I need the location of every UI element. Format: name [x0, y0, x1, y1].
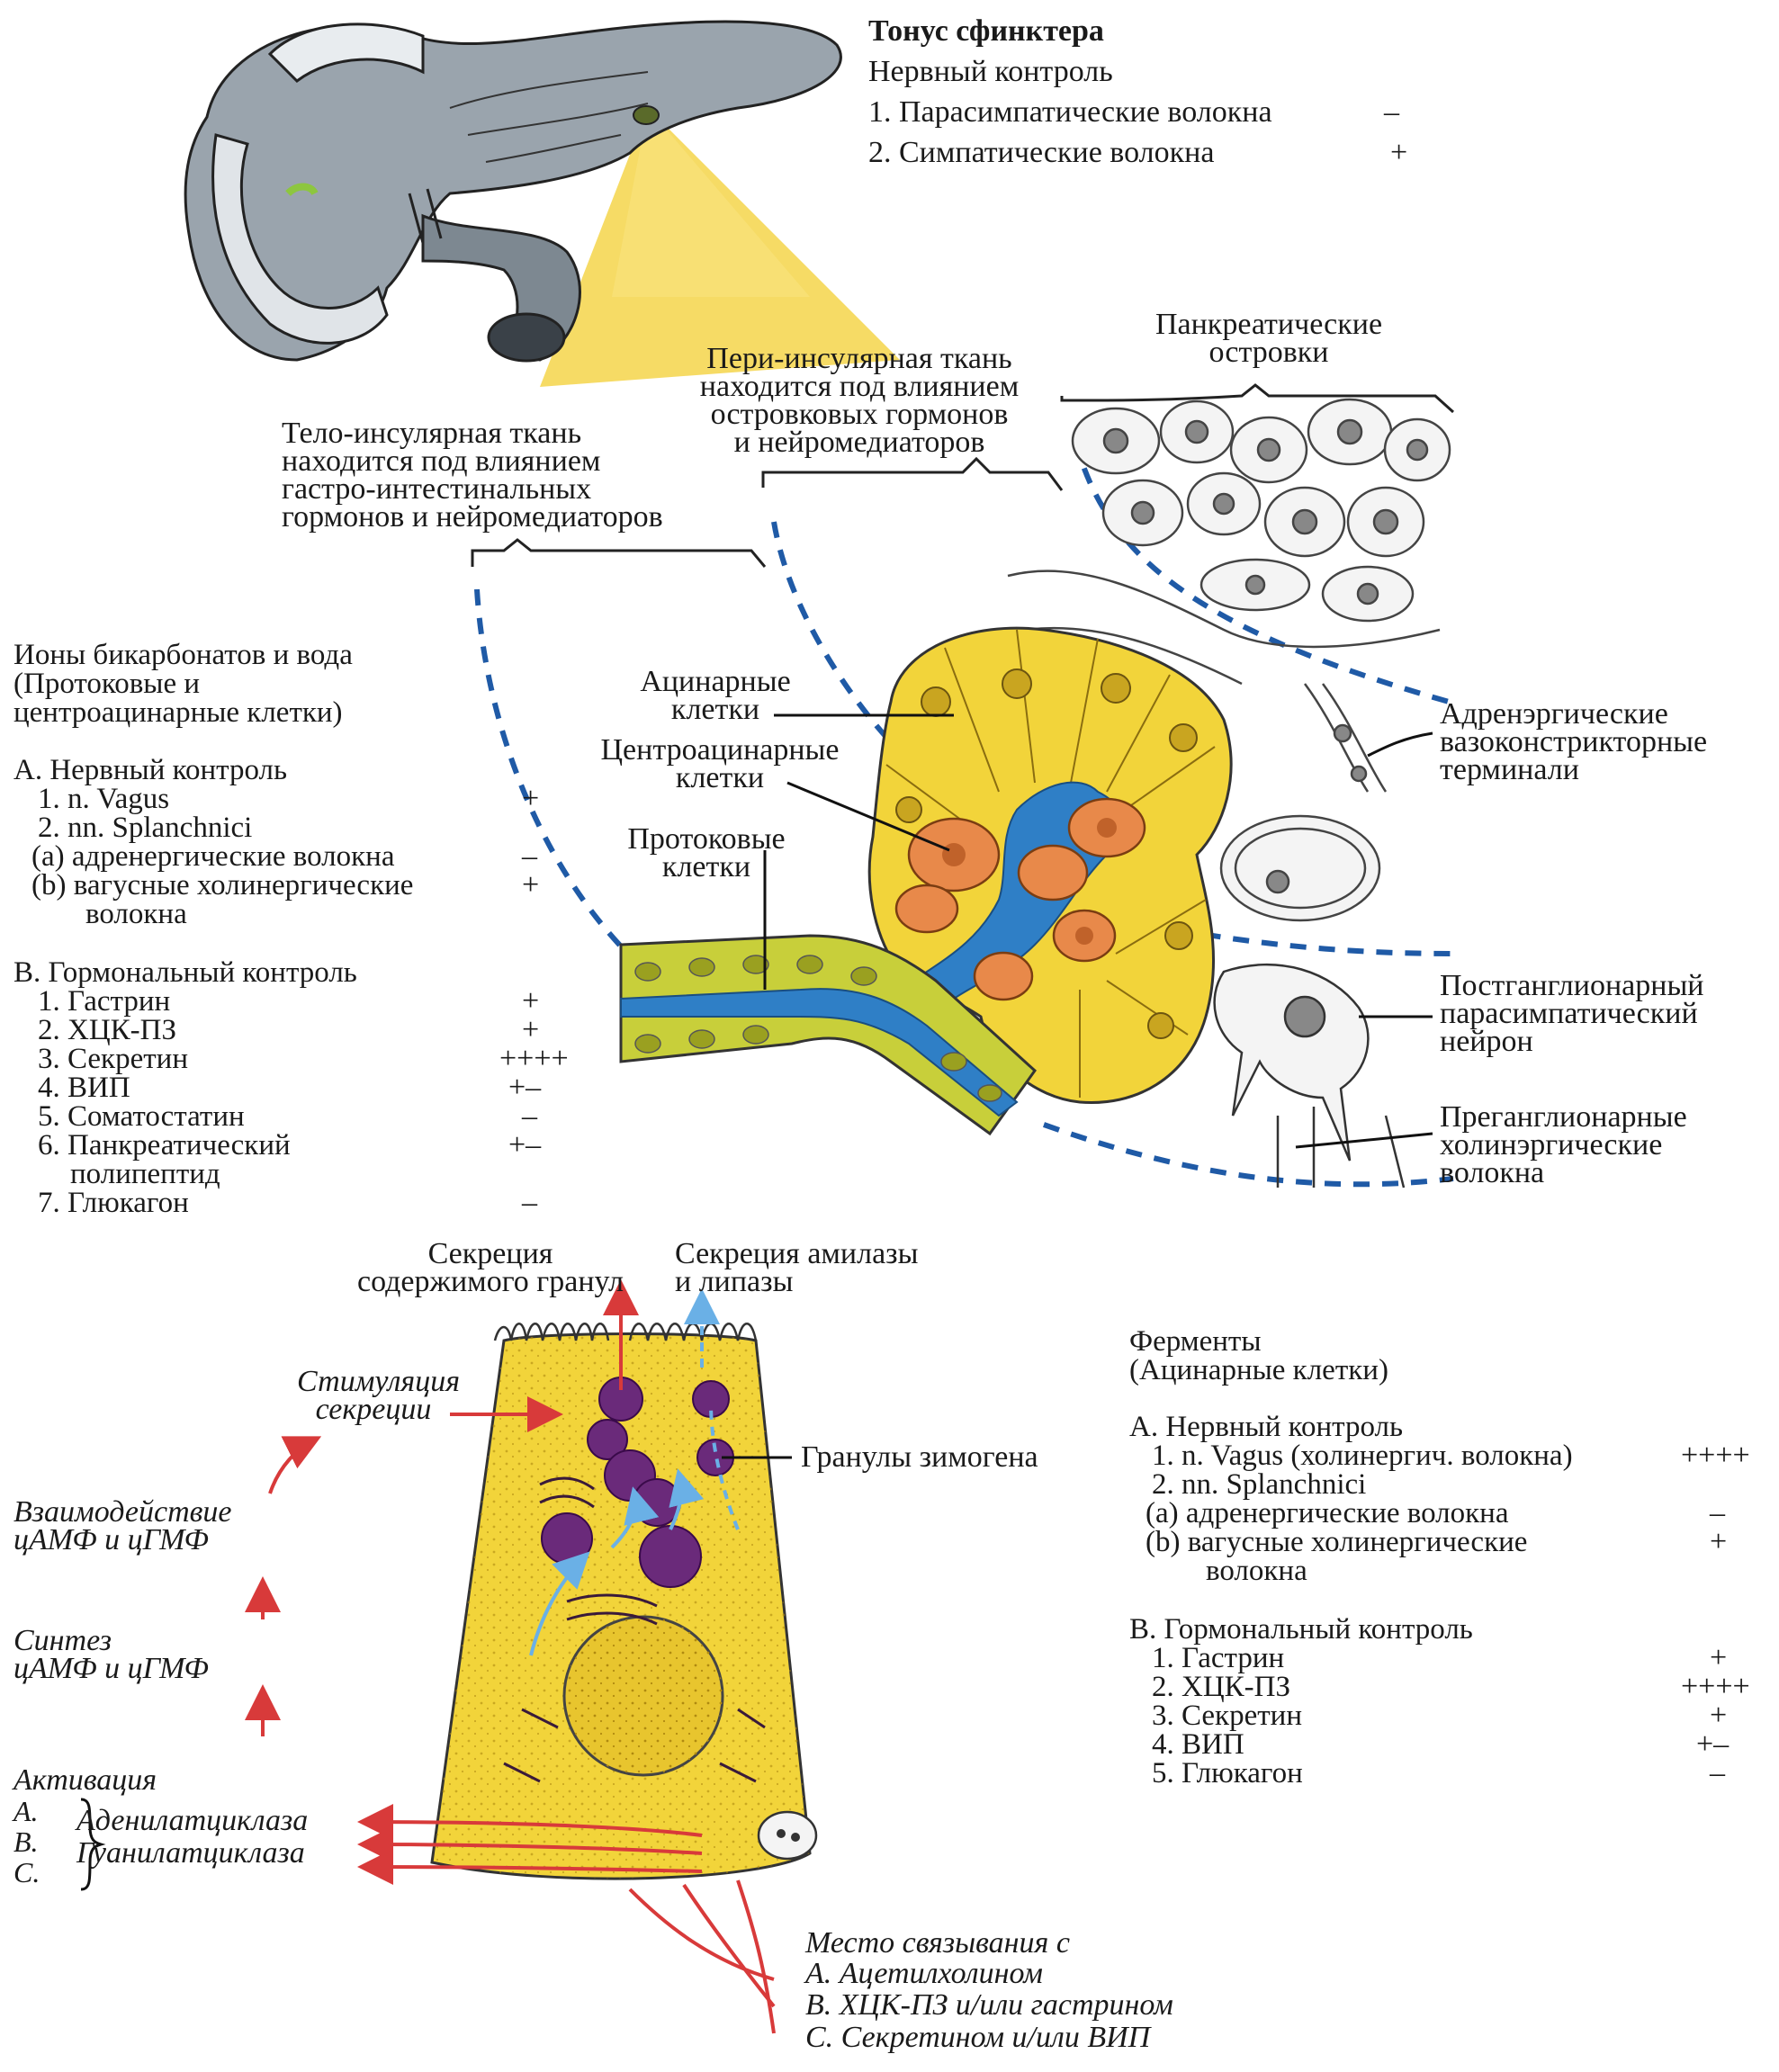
abc-a: A. [13, 1795, 39, 1827]
enzymes-hormonal-1: 1. Гастрин [1152, 1642, 1285, 1674]
enzymes-hormonal-title: В. Гормональный контроль [1129, 1613, 1473, 1646]
abc-brace [80, 1798, 106, 1891]
bicarbonate-hormonal-4-sign: +– [508, 1071, 542, 1104]
bicarbonate-nervous-2: 2. nn. Splanchnici [38, 812, 253, 844]
bicarbonate-hormonal-8-sign: – [522, 1186, 537, 1219]
enzymes-subtitle: (Ацинарные клетки) [1129, 1354, 1388, 1386]
bicarbonate-hormonal-1-sign: + [522, 984, 540, 1018]
enzymes-hormonal-5: 5. Глюкагон [1152, 1757, 1303, 1789]
binding-title: Место связывания с [805, 1926, 1070, 1960]
bicarbonate-hormonal-4: 4. ВИП [38, 1072, 130, 1104]
guanylate-cyclase-label: Гуанилатциклаза [76, 1836, 305, 1870]
zone-braces [471, 383, 1455, 568]
acinar-cell [430, 1323, 818, 1880]
bicarbonate-nervous-1-sign: + [522, 782, 540, 815]
bicarbonate-nervous-3: (a) адренергические волокна [31, 840, 395, 873]
enzymes-hormonal-5-sign: – [1710, 1756, 1725, 1789]
pancreatic-islets [1007, 398, 1451, 922]
bicarbonate-nervous-5: волокна [85, 898, 187, 930]
enzymes-nervous-4-sign: + [1710, 1525, 1728, 1558]
bicarbonate-title: Ионы бикарбонатов и вода [13, 639, 353, 671]
enzymes-nervous-5: волокна [1206, 1555, 1307, 1587]
binding-a: A. Ацетилхолином [805, 1957, 1043, 1990]
bicarbonate-subtitle-1: (Протоковые и [13, 668, 201, 700]
sphincter-item-1: 1. Парасимпатические волокна [868, 95, 1272, 129]
bicarbonate-nervous-4-sign: + [522, 868, 540, 901]
synthesis-label: Синтез цАМФ и цГМФ [13, 1624, 209, 1685]
label-pointers [763, 713, 1433, 1149]
adrenergic-terminals-label: Адренэргические вазоконстрикторные терми… [1440, 697, 1708, 786]
enzymes-nervous-3: (a) адренергические волокна [1146, 1497, 1509, 1529]
bicarbonate-nervous-title: А. Нервный контроль [13, 754, 288, 786]
enzymes-nervous-title: А. Нервный контроль [1129, 1411, 1404, 1443]
pancreas-illustration [184, 20, 900, 387]
granule-secretion-label: Секреция содержимого гранул [356, 1237, 624, 1298]
postganglionic-neuron [1213, 963, 1406, 1188]
bicarbonate-hormonal-2-sign: + [522, 1013, 540, 1046]
sphincter-item-2: 2. Симпатические волокна [868, 136, 1215, 169]
bicarbonate-hormonal-5: 5. Соматостатин [38, 1100, 245, 1133]
sphincter-title: Тонус сфинктера [868, 14, 1104, 48]
red-arrows [245, 1279, 776, 2034]
bicarbonate-hormonal-3: 3. Секретин [38, 1043, 188, 1075]
enzymes-nervous-4: (b) вагусные холинергические [1146, 1526, 1528, 1558]
bicarbonate-subtitle-2: центроацинарные клетки) [13, 696, 343, 729]
binding-c: C. Секретином и/или ВИП [805, 2021, 1151, 2054]
enzymes-nervous-1-sign: ++++ [1681, 1439, 1750, 1472]
bicarbonate-nervous-1: 1. n. Vagus [38, 783, 170, 815]
tele-insular-label: Тело-инсулярная ткань находится под влия… [282, 417, 663, 534]
enzymes-nervous-1: 1. n. Vagus (холинергич. волокна) [1152, 1440, 1573, 1472]
sphincter-subtitle: Нервный контроль [868, 55, 1113, 88]
bicarbonate-hormonal-5-sign: – [522, 1099, 537, 1133]
enzymes-title: Ферменты [1129, 1325, 1262, 1358]
enzymes-hormonal-2: 2. ХЦК-ПЗ [1152, 1671, 1291, 1703]
bicarbonate-hormonal-3-sign: ++++ [499, 1042, 569, 1075]
enzymes-nervous-2: 2. nn. Splanchnici [1152, 1468, 1367, 1501]
centroacinar-cells-label: Центроацинарные клетки [600, 733, 840, 794]
bicarbonate-hormonal-6-sign: +– [508, 1128, 542, 1162]
bicarbonate-hormonal-6: 6. Панкреатический [38, 1129, 291, 1162]
preganglionic-fibers-label: Преганглионарные холинэргические волокна [1440, 1100, 1687, 1189]
duct [619, 934, 1037, 1136]
abc-b: B. [13, 1825, 39, 1858]
acinus [867, 626, 1233, 1105]
zymogen-label: Гранулы зимогена [801, 1440, 1038, 1474]
bicarbonate-hormonal-7: полипептид [70, 1158, 220, 1190]
binding-b: B. ХЦК-ПЗ и/или гастрином [805, 1988, 1173, 2022]
bicarbonate-hormonal-8: 7. Глюкагон [38, 1187, 189, 1219]
sphincter-sign-1: – [1384, 95, 1399, 129]
bicarbonate-nervous-3-sign: – [522, 839, 537, 873]
postganglionic-neuron-label: Постганглионарный парасимпатический нейр… [1440, 969, 1704, 1058]
stimulation-label: Стимуляция секреции [297, 1365, 461, 1426]
bicarbonate-nervous-4: (b) вагусные холинергические [31, 869, 414, 901]
activation-label: Активация [13, 1763, 157, 1797]
bicarbonate-hormonal-2: 2. ХЦК-ПЗ [38, 1014, 177, 1046]
blue-arrows [529, 1288, 740, 1656]
sphincter-sign-2: + [1390, 136, 1408, 169]
ductal-cells-label: Протоковые клетки [627, 822, 786, 884]
enzymes-hormonal-4-sign: +– [1696, 1727, 1730, 1761]
abc-c: C. [13, 1856, 40, 1888]
enzymes-hormonal-4: 4. ВИП [1152, 1728, 1244, 1761]
adenylate-cyclase-label: Аденилатциклаза [76, 1804, 309, 1837]
enzymes-hormonal-1-sign: + [1710, 1641, 1728, 1674]
interaction-label: Взаимодействие цАМФ и цГМФ [13, 1495, 232, 1556]
enzymes-nervous-3-sign: – [1710, 1496, 1725, 1529]
peri-insular-label: Пери-инсулярная ткань находится под влия… [699, 342, 1020, 459]
enzymes-hormonal-3-sign: + [1710, 1699, 1728, 1732]
islets-label: Панкреатические островки [1155, 308, 1383, 369]
bicarbonate-hormonal-title: В. Гормональный контроль [13, 956, 357, 989]
enzymes-hormonal-2-sign: ++++ [1681, 1670, 1750, 1703]
acinar-cells-label: Ацинарные клетки [640, 665, 791, 726]
bicarbonate-hormonal-1: 1. Гастрин [38, 985, 171, 1018]
enzymes-hormonal-3: 3. Секретин [1152, 1700, 1302, 1732]
amylase-secretion-label: Секреция амилазы и липазы [675, 1237, 919, 1298]
